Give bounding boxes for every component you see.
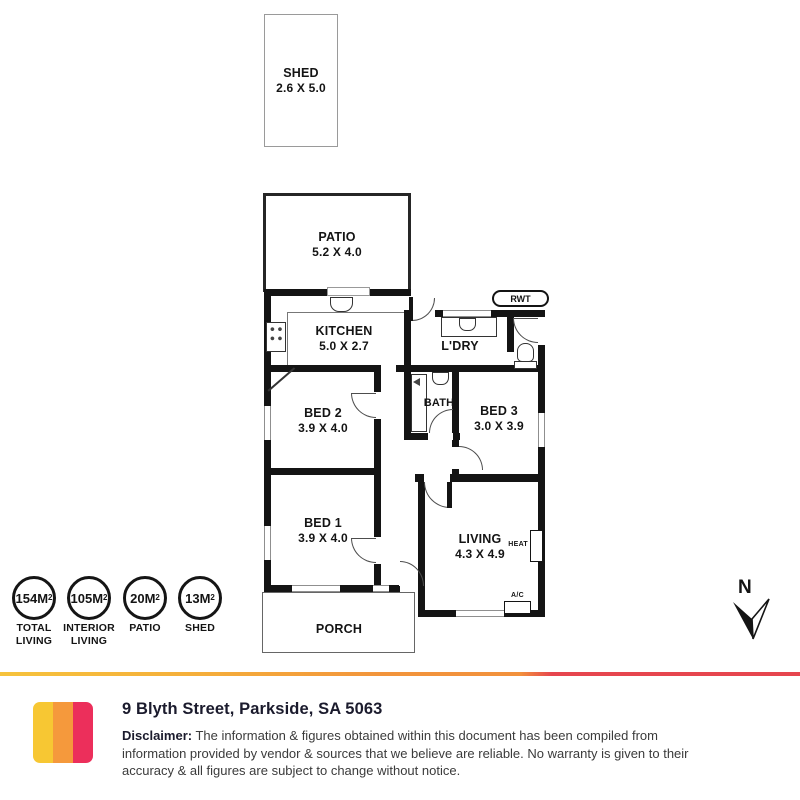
brand-logo — [33, 702, 93, 763]
heater-label: HEAT — [508, 541, 528, 548]
laundry-sink-icon — [459, 318, 476, 331]
rainwater-tank: RWT — [492, 290, 549, 307]
wall-right — [538, 310, 545, 617]
wall-corridor-left — [374, 365, 381, 592]
opening-bed3-door — [452, 447, 459, 469]
opening-laundry-door — [538, 317, 545, 345]
entry-door-arc — [412, 298, 435, 321]
opening-bed1-door — [374, 537, 381, 564]
room-label-bed2: BED 2 3.9 X 4.0 — [298, 406, 348, 435]
patio-outline — [263, 193, 411, 292]
laundry-door-arc — [513, 318, 538, 343]
disclaimer-text: Disclaimer: The information & figures ob… — [122, 728, 689, 778]
window-living-bottom — [456, 610, 504, 617]
room-label-bed3: BED 3 3.0 X 3.9 — [474, 404, 524, 433]
logo-stripe-orange — [53, 702, 73, 763]
opening-living-door — [424, 474, 450, 482]
entry-door-leaf — [409, 297, 413, 321]
wall-living-top — [415, 474, 545, 482]
window-front-sidelight — [373, 585, 389, 592]
kitchen-bench-edge-h — [287, 312, 404, 313]
wall-bath-bed3-top — [404, 365, 545, 372]
wall-left — [264, 289, 271, 592]
shower-head-icon — [413, 378, 420, 386]
north-arrow-icon — [733, 598, 770, 640]
badge-label-shed: SHED — [185, 622, 215, 634]
ac-label: A/C — [511, 592, 524, 599]
front-door-hinge — [393, 586, 400, 592]
logo-stripe-pink — [73, 702, 93, 763]
living-door-leaf — [447, 482, 452, 508]
badge-label-patio: PATIO — [129, 622, 161, 634]
opening-bath-door — [428, 433, 453, 440]
wall-wc-partition — [507, 310, 514, 352]
rwt-label: RWT — [510, 293, 531, 304]
bed3-door-arc — [459, 446, 483, 470]
vanity-sink-icon — [432, 372, 449, 385]
room-label-bed1: BED 1 3.9 X 4.0 — [298, 516, 348, 545]
wall-kitchen-bottom — [264, 365, 374, 372]
wall-living-left — [418, 474, 425, 617]
room-label-patio: PATIO 5.2 X 4.0 — [312, 230, 362, 259]
window-bed1-left — [264, 526, 271, 560]
opening-bed2-door — [374, 392, 381, 419]
wall-bed-divider — [264, 468, 381, 475]
sliding-door-icon — [327, 287, 370, 296]
shower-icon — [411, 374, 427, 432]
kitchen-sink-icon — [330, 297, 353, 312]
window-bed1-bottom — [292, 585, 340, 592]
logo-stripe-yellow — [33, 702, 53, 763]
footer-divider — [0, 672, 800, 676]
toilet-bowl-icon — [517, 343, 534, 362]
room-label-laundry: L'DRY — [441, 339, 479, 353]
toilet-tank-icon — [514, 361, 537, 369]
disclaimer-label: Disclaimer: — [122, 728, 193, 743]
room-label-kitchen: KITCHEN 5.0 X 2.7 — [315, 324, 373, 353]
window-laundry-top — [443, 310, 491, 317]
porch-outline — [262, 592, 415, 653]
property-address: 9 Blyth Street, Parkside, SA 5063 — [122, 700, 383, 718]
bath-door-arc — [429, 409, 453, 433]
room-label-shed: SHED 2.6 X 5.0 — [276, 66, 326, 95]
wall-laundry-bath-left — [404, 310, 411, 440]
heater-unit — [530, 530, 543, 562]
kitchen-bench-edge-v — [287, 312, 288, 365]
room-label-living: LIVING 4.3 X 4.9 — [455, 532, 505, 561]
shed-outline — [264, 14, 338, 147]
window-bed3-right — [538, 413, 545, 447]
wall-bed3-left — [452, 372, 459, 474]
ac-unit — [504, 601, 531, 614]
stove-icon — [266, 322, 286, 352]
room-label-porch: PORCH — [315, 622, 363, 636]
room-label-bath: BATH — [423, 397, 455, 409]
north-label: N — [738, 577, 752, 598]
window-bed2-left — [264, 406, 271, 440]
